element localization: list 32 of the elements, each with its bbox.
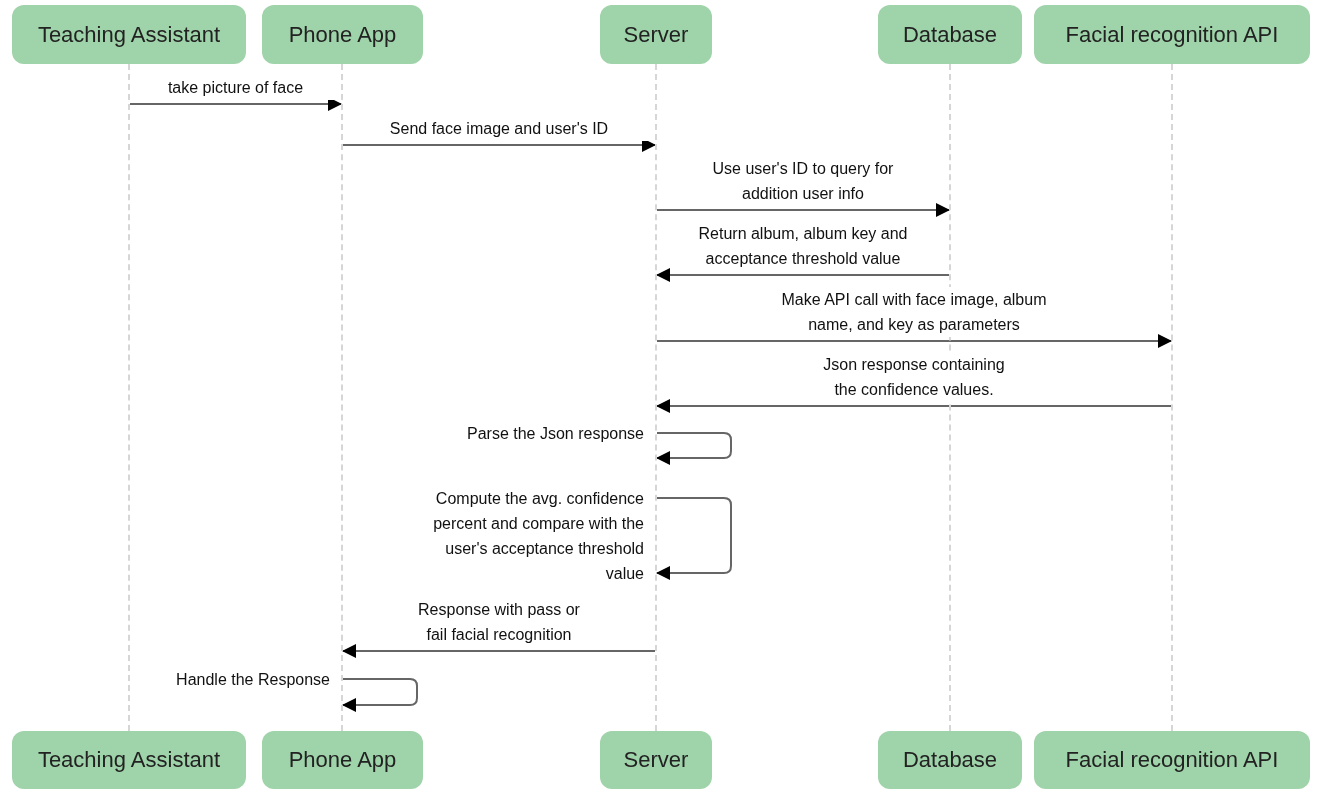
participant-box: [1034, 5, 1310, 64]
lifeline: [1171, 64, 1173, 731]
lifeline: [341, 64, 343, 731]
participant-name: Database: [902, 21, 998, 48]
message-arrow: [656, 268, 950, 282]
participant-box: [878, 5, 1022, 64]
message-arrow: [342, 644, 656, 658]
participant-name: Teaching Assistant: [37, 747, 221, 773]
participant-box: [600, 5, 712, 64]
self-message-arrow: [656, 497, 732, 580]
participant-name: Facial recognition API: [1065, 21, 1279, 48]
message-arrow: [656, 334, 1172, 348]
participant-name: Phone App: [288, 21, 397, 48]
self-message-arrow: [342, 678, 418, 712]
participant-name: Database: [902, 747, 998, 773]
participant-box: [12, 731, 246, 789]
participant-name: Teaching Assistant: [37, 21, 221, 48]
message-arrow: [656, 399, 1172, 413]
participant-box: [878, 731, 1022, 789]
participant-name: Server: [623, 747, 689, 773]
lifeline: [655, 64, 657, 731]
participant-name: Phone App: [288, 747, 397, 773]
participant-box: [12, 5, 246, 64]
message-arrow: [656, 203, 950, 217]
self-message-arrow: [656, 432, 732, 465]
lifeline: [128, 64, 130, 731]
participant-name: Server: [623, 21, 689, 48]
participant-box: [1034, 731, 1310, 789]
participant-box: [262, 731, 423, 789]
participant-box: [262, 5, 423, 64]
participant-box: [600, 731, 712, 789]
participant-name: Facial recognition API: [1065, 747, 1279, 773]
